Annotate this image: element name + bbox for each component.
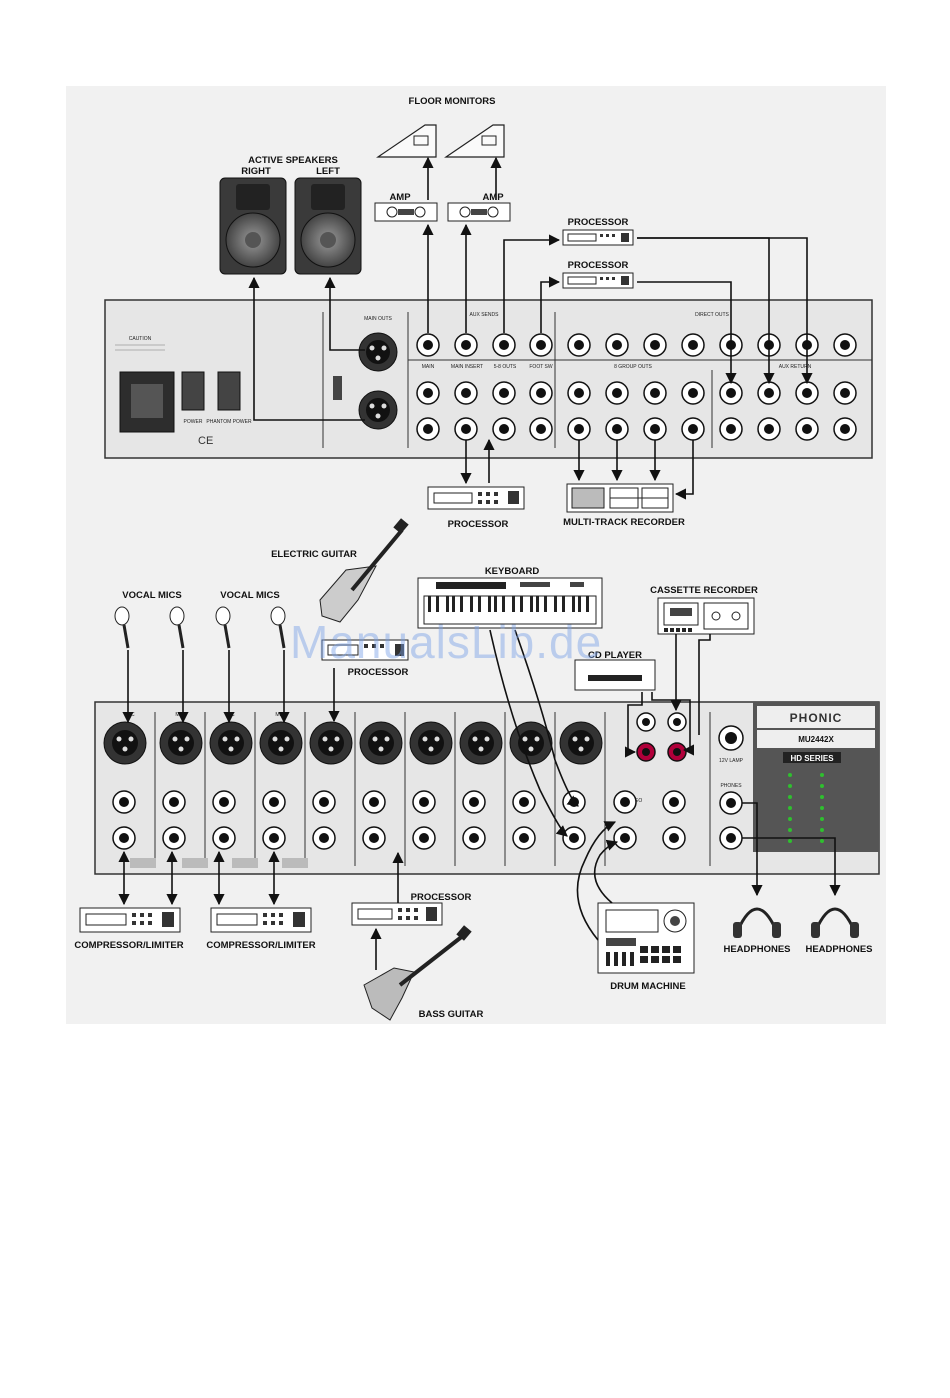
lamp-label: 12V LAMP (719, 758, 744, 764)
vocal-mic-2 (169, 606, 185, 649)
amp-2 (447, 202, 511, 222)
compressor-limiter-2 (210, 907, 312, 933)
processor-rear (427, 486, 525, 510)
amp-1 (374, 202, 438, 222)
vocal-mics-label-1: VOCAL MICS (122, 590, 181, 601)
hd-series-label: HD SERIES (790, 754, 834, 763)
vocal-mic-4 (270, 606, 286, 649)
vocal-mic-1 (114, 606, 130, 649)
headphones-2 (811, 907, 859, 938)
processor-label-top-2: PROCESSOR (568, 260, 629, 271)
xlr-inputs[interactable] (103, 721, 603, 765)
keyboard (417, 577, 603, 629)
floor-monitor-left (376, 124, 437, 158)
mic-label-3: MIC (225, 712, 235, 718)
vocal-mics-label-2: VOCAL MICS (220, 590, 279, 601)
drum-machine-label: DRUM MACHINE (610, 981, 685, 992)
speaker-right-label: RIGHT (241, 166, 271, 177)
ce-mark: CE (198, 435, 213, 447)
active-speakers-label: ACTIVE SPEAKERS (248, 155, 338, 166)
caution-label: CAUTION (129, 336, 152, 342)
processor-bottom (351, 902, 443, 926)
bass-guitar-label: BASS GUITAR (419, 1009, 484, 1020)
headphones-1 (733, 907, 781, 938)
electric-guitar-label: ELECTRIC GUITAR (271, 549, 357, 560)
power-switch-label: POWER (184, 419, 203, 425)
processor-label-top-1: PROCESSOR (568, 217, 629, 228)
multi-track-recorder (566, 483, 674, 513)
mono-outs-label: 5-8 OUTS (494, 364, 517, 370)
phantom-switch[interactable] (217, 371, 241, 411)
main-out-xlr-right[interactable] (358, 390, 398, 430)
mixer-rear-panel: CAUTION POWER PHANTOM POWER CE MAIN OUTS… (104, 299, 873, 459)
brand-label: PHONIC (790, 711, 843, 725)
aux-return-label: AUX RETURN (779, 364, 812, 370)
vocal-mic-3 (215, 606, 231, 649)
cassette-recorder-label: CASSETTE RECORDER (650, 585, 758, 596)
compressor-limiter-1 (79, 907, 181, 933)
amp-label-2: AMP (482, 192, 504, 203)
rca-jacks[interactable] (636, 712, 687, 762)
speaker-left-label: LEFT (316, 166, 340, 177)
electric-guitar (319, 518, 409, 623)
line-insert-jacks[interactable] (112, 790, 743, 850)
compressor-label-2: COMPRESSOR/LIMITER (206, 940, 315, 951)
mixer-front-panel: PHONIC MU2442X HD SERIES MIC MIC MIC MIC… (94, 701, 880, 875)
floor-monitor-right (444, 124, 505, 158)
processor-guitar (321, 639, 409, 661)
model-label: MU2442X (798, 735, 834, 744)
processor-label-guitar: PROCESSOR (348, 667, 409, 678)
processor-top-2 (562, 272, 634, 289)
direct-outs-label: DIRECT OUTS (695, 312, 729, 318)
cd-player-label: CD PLAYER (588, 650, 642, 661)
output-level-switch[interactable] (333, 376, 342, 400)
headphones-label-2: HEADPHONES (805, 944, 872, 955)
floor-monitors-label: FLOOR MONITORS (409, 96, 496, 107)
keyboard-label: KEYBOARD (485, 566, 540, 577)
group-outs-label: 8 GROUP OUTS (614, 364, 652, 370)
drum-machine (597, 902, 695, 974)
processor-label-bottom: PROCESSOR (411, 892, 472, 903)
mic-label-1: MIC (125, 712, 135, 718)
foot-sw-label: FOOT SW (529, 364, 553, 370)
power-switch[interactable] (181, 371, 205, 411)
phantom-switch-label: PHANTOM POWER (206, 419, 252, 425)
active-speaker-right (219, 177, 287, 275)
main-insert-label: MAIN INSERT (451, 364, 483, 370)
compressor-label-1: COMPRESSOR/LIMITER (74, 940, 183, 951)
active-speaker-left (294, 177, 362, 275)
multi-track-recorder-label: MULTI-TRACK RECORDER (563, 517, 685, 528)
processor-top-1 (562, 229, 634, 246)
top-cables (248, 156, 813, 500)
phones-label: PHONES (720, 783, 742, 789)
processor-label-rear: PROCESSOR (448, 519, 509, 530)
amp-label-1: AMP (389, 192, 411, 203)
cd-player (574, 659, 656, 691)
cassette-recorder (657, 597, 755, 635)
aux-sends-label: AUX SENDS (470, 312, 500, 318)
headphones-label-1: HEADPHONES (723, 944, 790, 955)
main-label: MAIN (422, 364, 435, 370)
bottom-cables (118, 629, 841, 970)
main-out-xlr-left[interactable] (358, 332, 398, 372)
bass-guitar (363, 925, 472, 1021)
main-outs-label: MAIN OUTS (364, 316, 392, 322)
